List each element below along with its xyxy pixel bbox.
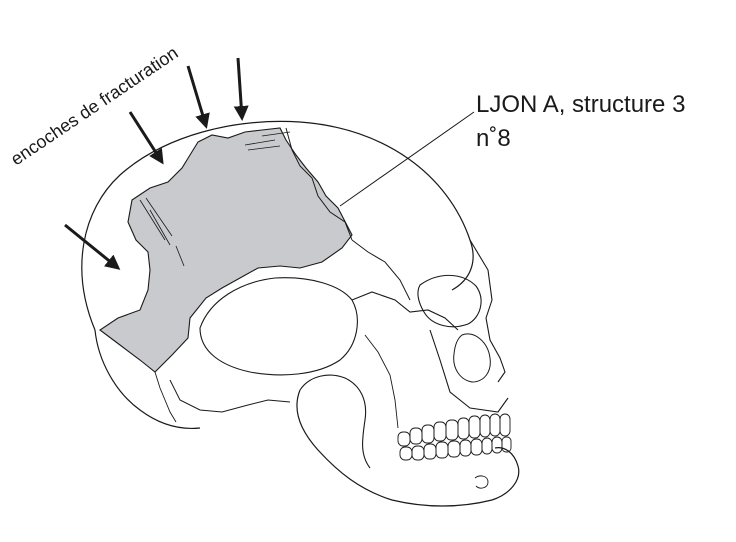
arrow-1	[65, 225, 118, 268]
nasal-cavity	[454, 334, 491, 382]
teeth	[398, 414, 511, 460]
sphenoid-wing	[352, 240, 410, 300]
arrow-3	[188, 66, 206, 126]
coronoid-process	[365, 335, 398, 428]
mandible-ramus	[300, 375, 370, 468]
specimen-leader-line	[340, 112, 474, 206]
mandible	[297, 390, 519, 506]
orbit	[418, 275, 481, 326]
specimen-label-line1: LJON A, structure 3	[476, 91, 685, 118]
temporal-bone	[200, 278, 357, 375]
nasal-profile	[470, 240, 505, 382]
mental-foramen	[475, 476, 488, 488]
lambdoid-suture	[155, 372, 176, 422]
zygomatic-arch	[352, 292, 458, 330]
mastoid-region	[170, 380, 290, 412]
arrow-4	[238, 58, 242, 118]
arrow-2	[130, 112, 162, 162]
specimen-label-line2: n˚8	[476, 125, 511, 152]
shaded-fragment	[100, 128, 352, 372]
maxilla	[430, 330, 508, 412]
